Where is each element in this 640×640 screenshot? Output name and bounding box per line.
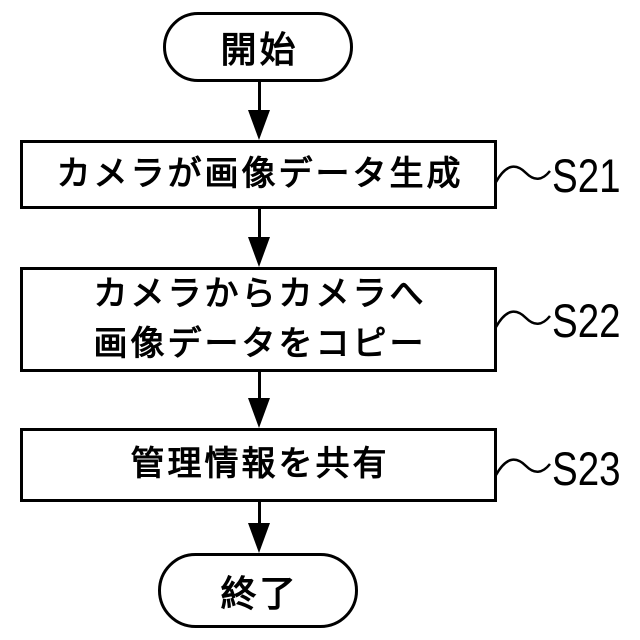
arrow-s21-to-s22	[247, 209, 271, 267]
arrow-shaft	[257, 209, 261, 239]
step-label-s22: S22	[496, 292, 636, 348]
start-terminal: 開始	[163, 12, 353, 82]
arrow-start-to-s21	[247, 82, 271, 140]
arrowhead-down-icon	[248, 237, 270, 267]
step-label-s21-text: S21	[552, 148, 621, 202]
process-box-s23-text: 管理情報を共有	[130, 445, 390, 484]
step-label-s22-text: S22	[552, 293, 621, 347]
arrow-s23-to-end	[247, 502, 271, 553]
start-terminal-label: 開始	[220, 29, 299, 70]
process-box-s23: 管理情報を共有	[20, 428, 497, 502]
end-terminal-label: 終了	[220, 572, 299, 614]
arrow-shaft	[257, 82, 261, 112]
process-box-s22-line1: カメラからカメラへ	[93, 275, 427, 314]
tilde-connector-icon	[496, 165, 551, 183]
tilde-connector-icon	[496, 310, 551, 328]
arrow-s22-to-s23	[247, 372, 271, 428]
process-box-s21: カメラが画像データ生成	[20, 140, 497, 209]
arrowhead-down-icon	[248, 398, 270, 428]
step-label-s23-text: S23	[552, 441, 621, 495]
arrow-shaft	[257, 502, 261, 525]
step-label-s23: S23	[496, 440, 636, 496]
arrowhead-down-icon	[248, 523, 270, 553]
process-box-s22: カメラからカメラへ 画像データをコピー	[20, 267, 497, 372]
process-box-s21-text: カメラが画像データ生成	[56, 154, 464, 193]
arrowhead-down-icon	[248, 110, 270, 140]
end-terminal: 終了	[158, 553, 358, 628]
tilde-connector-icon	[496, 458, 551, 476]
arrow-shaft	[257, 372, 261, 400]
step-label-s21: S21	[496, 147, 636, 203]
process-box-s22-line2: 画像データをコピー	[93, 324, 427, 363]
